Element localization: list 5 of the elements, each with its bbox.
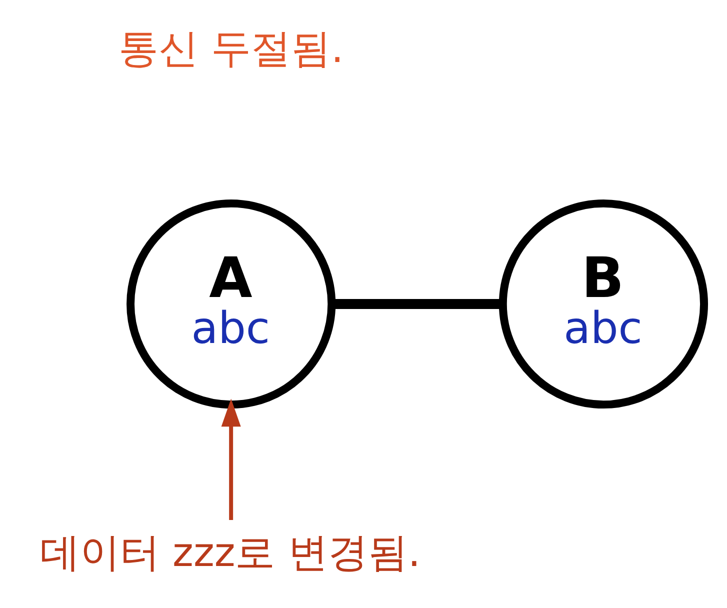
node-circle: B abc	[498, 199, 708, 409]
node-circle: A abc	[126, 199, 336, 409]
arrow	[220, 398, 240, 520]
label: 통신 두절됨.	[118, 26, 344, 72]
node-text: 데이터 zzz로 변경됨.	[39, 530, 420, 576]
